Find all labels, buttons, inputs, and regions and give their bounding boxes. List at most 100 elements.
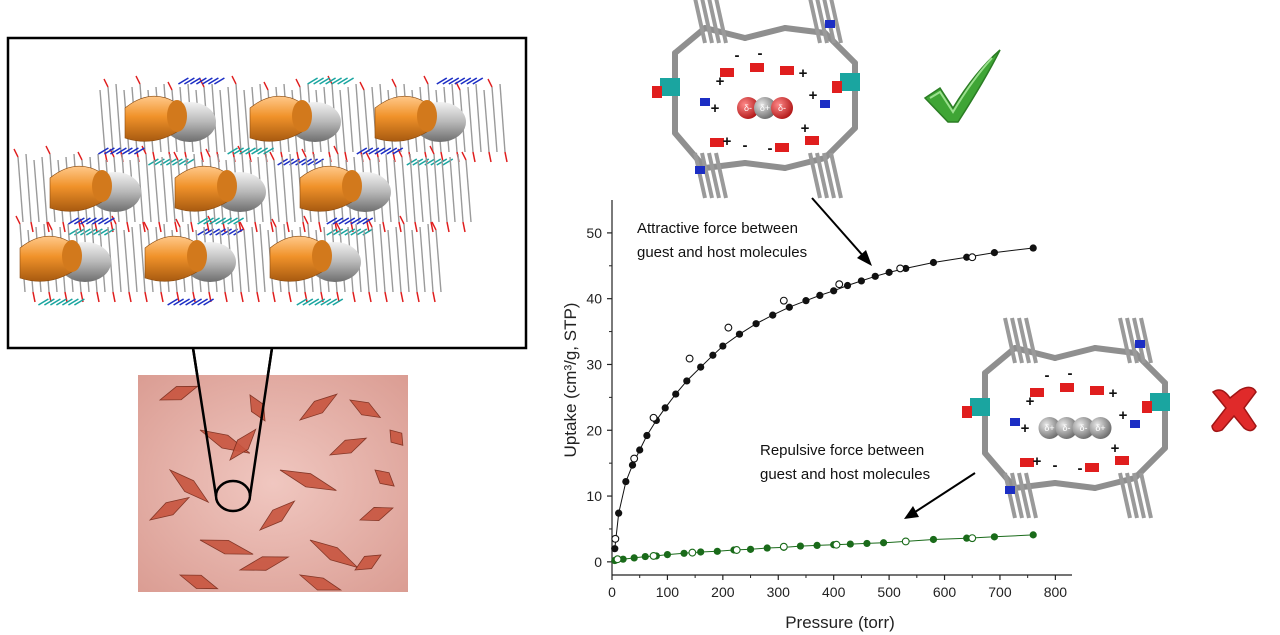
linker-stick	[380, 147, 392, 155]
framework-bond	[815, 0, 829, 44]
oxygen-stick	[398, 221, 402, 233]
linker-stick	[239, 147, 251, 155]
desorption-point	[649, 413, 658, 422]
minus-charge: -	[735, 47, 740, 64]
linker-stick	[320, 298, 332, 306]
linker-stick	[362, 147, 374, 155]
linker-stick	[183, 77, 195, 85]
framework-bond	[1132, 350, 1168, 386]
framework-stick	[449, 156, 456, 223]
oxygen-stick	[141, 145, 147, 155]
framework-bond	[1010, 472, 1024, 519]
oxygen-stick	[126, 221, 130, 233]
framework-stick	[395, 226, 402, 293]
framework-stick	[417, 159, 424, 223]
framework-stick	[265, 153, 272, 223]
repulsive-line-1: Repulsive force between	[760, 442, 924, 459]
adsorption-point	[963, 253, 971, 261]
linker-stick	[460, 77, 472, 85]
oxygen-atom	[775, 143, 789, 152]
oxygen-stick	[365, 151, 371, 161]
oxygen-stick	[391, 78, 397, 88]
oxygen-stick	[175, 218, 181, 228]
linker-stick	[233, 228, 245, 236]
adsorption-point	[990, 533, 999, 541]
pore-opening	[217, 170, 237, 202]
framework-stick	[363, 89, 370, 153]
oxygen-stick	[399, 215, 405, 225]
framework-bond	[700, 152, 714, 199]
framework-bond	[707, 152, 721, 199]
linker-stick	[296, 298, 308, 306]
linker-stick	[133, 147, 145, 155]
framework-stick	[281, 156, 288, 223]
metal-node	[1150, 393, 1170, 411]
linker-stick	[307, 158, 319, 166]
adsorption-point	[641, 552, 649, 561]
oxygen-stick	[431, 221, 437, 231]
framework-stick	[483, 89, 490, 153]
framework-stick	[227, 86, 234, 153]
adsorption-point	[619, 555, 627, 563]
linker-stick	[356, 147, 368, 155]
oxygen-stick	[167, 81, 173, 91]
desorption-point	[832, 540, 841, 549]
attractive-line-1: Attractive force between	[637, 220, 798, 237]
framework-structure-illustration	[13, 75, 508, 306]
oxygen-stick	[206, 221, 210, 233]
minus-charge: -	[768, 140, 773, 157]
linker-stick	[245, 147, 257, 155]
adsorption-point	[769, 311, 777, 319]
guest-atom	[1089, 417, 1112, 439]
oxygen-stick	[205, 148, 211, 158]
adsorption-point	[879, 539, 888, 547]
oxygen-stick	[487, 78, 493, 88]
framework-stick	[403, 223, 410, 293]
minus-charge: -	[1045, 367, 1050, 384]
oxygen-stick	[334, 221, 338, 233]
oxygen-stick	[414, 221, 418, 233]
partial-charge-label: δ-	[778, 103, 786, 113]
framework-bond	[742, 160, 788, 171]
linker-stick	[195, 77, 207, 85]
oxygen-atom	[805, 136, 819, 145]
linker-stick	[343, 77, 355, 85]
linker-stick	[103, 147, 115, 155]
oxygen-stick	[416, 291, 420, 303]
linker-stick	[73, 298, 85, 306]
framework-bond	[1003, 317, 1017, 364]
framework-bond	[815, 152, 829, 199]
framework-bond	[829, 152, 843, 199]
linker-stick	[430, 158, 442, 166]
linker-stick	[350, 217, 362, 225]
pore-opening	[62, 240, 82, 272]
oxygen-stick	[269, 151, 275, 161]
linker-stick	[207, 77, 219, 85]
linker-stick	[308, 298, 320, 306]
guest-atom	[1055, 417, 1078, 439]
oxygen-stick	[13, 148, 19, 158]
linker-stick	[233, 147, 245, 155]
minus-charge: -	[758, 45, 763, 62]
linker-stick	[233, 217, 245, 225]
framework-bond	[1010, 317, 1024, 364]
partial-charge-label: δ-	[1079, 423, 1087, 433]
nitrogen-atom	[700, 98, 710, 106]
linker-stick	[171, 158, 183, 166]
host-pore-repulsive: ++++++----δ+δ-δ-δ+	[962, 317, 1170, 519]
adsorption-point	[1029, 244, 1037, 252]
adsorption-point	[816, 291, 824, 299]
framework-stick	[363, 229, 370, 293]
crystal-photo	[138, 347, 408, 592]
y-axis-label: Uptake (cm³/g, STP)	[561, 303, 580, 458]
linker-stick	[43, 298, 55, 306]
linker-stick	[356, 217, 368, 225]
framework-bond	[1118, 317, 1132, 364]
linker-stick	[213, 77, 225, 85]
plus-charge: +	[1119, 407, 1128, 424]
framework-stick	[427, 223, 434, 293]
framework-stick	[161, 156, 168, 223]
framework-bond	[1017, 472, 1031, 519]
guest-atom	[771, 97, 793, 119]
